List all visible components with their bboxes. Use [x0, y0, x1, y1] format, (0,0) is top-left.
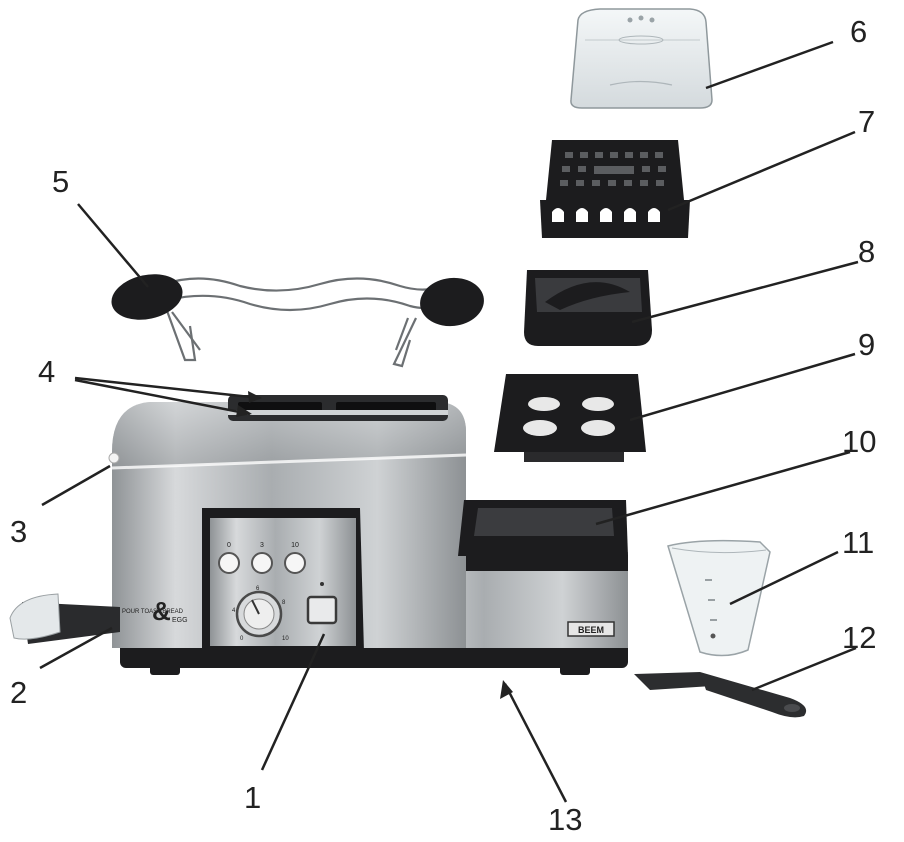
bun-rack-handle-left	[111, 274, 183, 320]
button-label-middle: 3	[260, 542, 264, 549]
leader-line-11	[729, 550, 839, 606]
egg-spatula-part	[634, 672, 807, 718]
callout-12: 12	[842, 620, 876, 655]
egg-holder-part	[494, 374, 646, 462]
dial-label: 8	[282, 600, 286, 606]
leader-line-4b	[74, 378, 251, 416]
measuring-cup-part	[667, 539, 771, 657]
callout-9: 9	[858, 327, 875, 362]
callout-1: 1	[244, 780, 261, 815]
callout-5: 5	[52, 164, 69, 199]
arrowhead-13	[500, 680, 513, 699]
poaching-tray-part	[524, 270, 652, 346]
leader-line-8	[631, 260, 859, 324]
leader-lines	[39, 40, 859, 803]
button-right[interactable]	[284, 552, 306, 574]
dial-label: 0	[240, 636, 244, 642]
steam-rack-part	[540, 140, 690, 238]
arrowheads	[236, 391, 513, 699]
callout-2: 2	[10, 675, 27, 710]
leader-line-2	[39, 626, 113, 670]
callout-7: 7	[858, 104, 875, 139]
callout-13: 13	[548, 802, 582, 837]
brand-plate-text: BEEM	[578, 625, 604, 635]
button-label-left: 0	[227, 542, 231, 549]
callout-11: 11	[842, 525, 874, 560]
dial-label: 6	[256, 586, 260, 592]
leader-line-1	[260, 633, 326, 771]
leader-line-9	[629, 352, 856, 422]
logo-small-text: POUR TOAST BREAD	[122, 609, 184, 615]
dial-scale: 0 4 6 8 10	[232, 586, 289, 642]
cancel-button[interactable]	[306, 582, 338, 625]
callout-8: 8	[858, 234, 875, 269]
function-buttons: 0 3 10	[218, 542, 306, 574]
leader-line-12	[751, 646, 857, 692]
browning-dial[interactable]	[235, 590, 283, 638]
dial-label: 10	[282, 636, 289, 642]
bun-warmer-rack-part	[164, 277, 437, 368]
bun-rack-handle-right	[420, 277, 484, 327]
callout-4: 4	[38, 354, 55, 389]
clear-lid-part	[570, 8, 713, 109]
toaster-body	[108, 395, 628, 675]
button-middle[interactable]	[251, 552, 273, 574]
button-left[interactable]	[218, 552, 240, 574]
dial-label: 4	[232, 608, 236, 614]
leader-line-6	[705, 40, 834, 90]
logo-egg-text: EGG	[172, 617, 188, 624]
arrowhead-4b	[236, 405, 252, 417]
button-label-right: 10	[291, 542, 299, 549]
leader-line-3	[41, 464, 111, 507]
leader-line-7	[667, 130, 856, 212]
product-logo: POUR TOAST BREAD & EGG	[122, 596, 188, 626]
callout-3: 3	[10, 514, 27, 549]
brand-plate: BEEM	[567, 621, 615, 637]
arrowhead-4a	[248, 391, 262, 403]
callout-10: 10	[842, 424, 876, 459]
callout-6: 6	[850, 14, 867, 49]
logo-ampersand: &	[152, 596, 171, 626]
leader-line-4a	[74, 376, 261, 400]
callout-numbers: 1 2 3 4 5 6 7 8 9 10 11 12 13	[10, 14, 876, 837]
leader-line-13	[503, 683, 568, 803]
leader-line-10	[595, 450, 851, 526]
leader-line-5	[77, 203, 149, 288]
crumb-tray-part	[9, 593, 120, 644]
